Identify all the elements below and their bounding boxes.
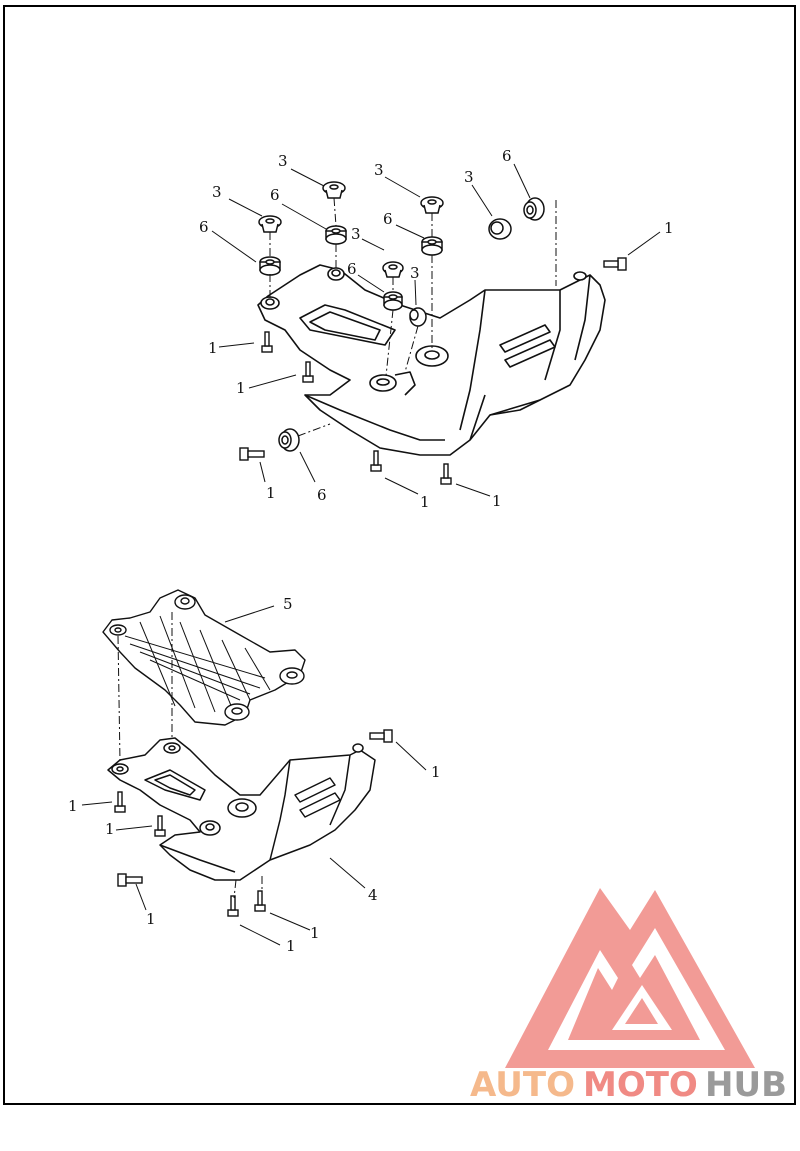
grommet-part-6 [259, 256, 281, 276]
callout-4: 4 [368, 886, 378, 904]
bolt-part-1 [254, 890, 266, 912]
collar-part-3 [420, 196, 444, 214]
automotohub-logo-icon [505, 888, 755, 1068]
collar-part-3 [322, 181, 346, 199]
upper-hardware [258, 181, 545, 452]
upper-bolts [239, 257, 627, 485]
callout-1: 1 [664, 219, 674, 237]
automotohub-watermark: AUTO MOTO HUB [470, 888, 787, 1105]
grommet-part-6 [523, 197, 545, 221]
upper-assembly-lines [269, 197, 557, 437]
bolt-part-1 [117, 873, 143, 887]
callout-1: 1 [236, 379, 246, 397]
callout-6: 6 [199, 218, 209, 236]
callout-1: 1 [105, 820, 115, 838]
callout-6: 6 [270, 186, 280, 204]
callout-1: 1 [266, 484, 276, 502]
callout-1: 1 [146, 910, 156, 928]
callout-1: 1 [492, 492, 502, 510]
callout-3: 3 [212, 183, 222, 201]
bolt-part-1 [261, 331, 273, 353]
callout-5: 5 [283, 595, 293, 613]
collar-part-3 [409, 307, 427, 327]
bolt-part-1 [239, 447, 265, 461]
bolt-part-1 [440, 463, 452, 485]
grommet-part-6 [383, 291, 403, 311]
callout-1: 1 [208, 339, 218, 357]
watermark-word-moto: MOTO [583, 1065, 698, 1105]
collar-part-3 [382, 261, 404, 278]
callout-1: 1 [431, 763, 441, 781]
upper-leaders [211, 163, 661, 497]
callout-6: 6 [317, 486, 327, 504]
lower-bolts [114, 729, 393, 917]
grommet-part-6 [421, 236, 443, 256]
callout-3: 3 [351, 225, 361, 243]
grommet-part-6 [325, 225, 347, 245]
upper-callouts: 3 6 3 6 3 6 3 6 3 3 6 1 1 1 1 6 1 1 [199, 147, 674, 511]
callout-6: 6 [347, 260, 357, 278]
callout-1: 1 [310, 924, 320, 942]
callout-3: 3 [410, 264, 420, 282]
callout-6: 6 [383, 210, 393, 228]
collar-part-3 [258, 215, 282, 233]
bolt-part-1 [370, 450, 382, 472]
lower-skid-plate-part-4 [107, 737, 376, 881]
callout-3: 3 [278, 152, 288, 170]
bolt-part-1 [114, 791, 126, 813]
callout-3: 3 [374, 161, 384, 179]
bolt-part-1 [302, 361, 314, 383]
lower-callouts: 5 1 1 1 4 1 1 1 [68, 595, 441, 955]
bolt-part-1 [227, 895, 239, 917]
watermark-word-hub: HUB [705, 1065, 787, 1105]
bolt-part-1 [603, 257, 627, 271]
page-border [3, 5, 796, 1105]
grommet-part-6 [278, 428, 300, 452]
callout-6: 6 [502, 147, 512, 165]
lower-assembly-lines [117, 612, 263, 899]
lower-leaders [81, 605, 427, 946]
callout-1: 1 [286, 937, 296, 955]
callout-1: 1 [420, 493, 430, 511]
callout-1: 1 [68, 797, 78, 815]
lower-skid-plate-frame-part-5 [102, 589, 306, 726]
upper-skid-plate-assembly [257, 264, 606, 456]
collar-part-3 [488, 218, 512, 240]
watermark-word-auto: AUTO [470, 1065, 575, 1105]
bolt-part-1 [154, 815, 166, 837]
callout-3: 3 [464, 168, 474, 186]
bolt-part-1 [369, 729, 393, 743]
